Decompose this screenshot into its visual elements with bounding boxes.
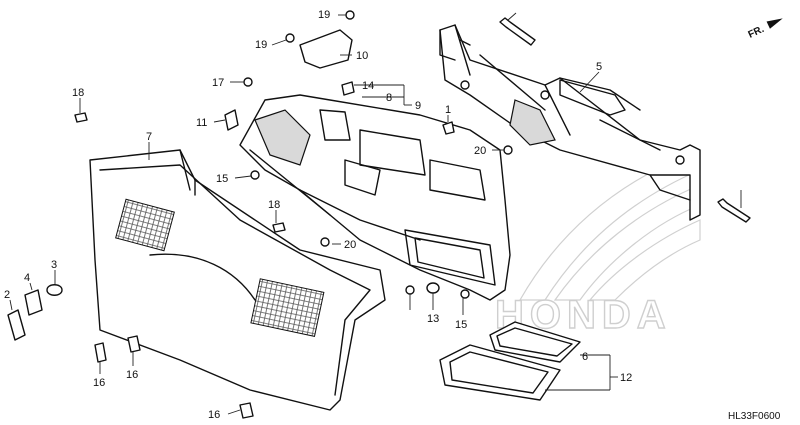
callout-16a: 16 <box>93 377 105 389</box>
direction-label: FR. <box>747 24 766 41</box>
callout-17: 17 <box>212 77 224 89</box>
front-direction-indicator: FR. <box>747 18 783 41</box>
callout-8: 8 <box>386 92 392 104</box>
callout-12: 12 <box>620 372 632 384</box>
clip-18a <box>74 112 88 123</box>
bolt-20-upper <box>499 17 536 46</box>
dashboard-panel-part <box>239 94 511 301</box>
fasteners <box>7 10 751 419</box>
bolt-20-right <box>717 198 751 223</box>
screw-16b <box>127 335 141 353</box>
screw-16c <box>239 402 254 419</box>
frame-bracket-part <box>439 24 701 221</box>
callout-11: 11 <box>196 117 207 129</box>
callout-18b: 18 <box>268 199 280 211</box>
diagram-code: HL33F0600 <box>728 411 781 422</box>
callout-6: 6 <box>582 351 588 363</box>
clip-1 <box>442 121 455 135</box>
screw-16a <box>94 342 107 363</box>
direction-arrow-icon <box>766 18 783 29</box>
washer-2 <box>7 309 26 341</box>
leader-lines <box>9 12 742 415</box>
callout-3: 3 <box>51 259 57 271</box>
cover-plate-part <box>299 29 353 69</box>
clip-19c <box>503 145 513 155</box>
callout-1: 1 <box>445 104 451 116</box>
grommet-13 <box>426 282 440 294</box>
clip-19b <box>285 33 295 43</box>
clip-19d <box>320 237 330 247</box>
callout-14: 14 <box>362 80 374 92</box>
gasket-frame-part <box>439 321 581 401</box>
callout-19d: 20 <box>344 239 356 251</box>
callout-19c: 20 <box>474 145 486 157</box>
callouts: 19 19 10 17 14 8 9 11 18 7 15 1 20 5 18 … <box>4 9 632 421</box>
callout-15a: 15 <box>216 173 228 185</box>
callout-5: 5 <box>596 61 602 73</box>
collar-4 <box>24 289 43 316</box>
callout-7: 7 <box>146 131 152 143</box>
callout-18a: 18 <box>72 87 84 99</box>
callout-19a: 19 <box>318 9 330 21</box>
callout-19b: 19 <box>255 39 267 51</box>
callout-15b: 15 <box>455 319 467 331</box>
clip-19e <box>405 285 415 295</box>
callout-16b: 16 <box>126 369 138 381</box>
grommet-3 <box>46 284 63 296</box>
clip-14 <box>341 81 355 96</box>
callout-2: 2 <box>4 289 10 301</box>
screw-15a <box>250 170 260 180</box>
right-vent-grille <box>250 278 325 337</box>
front-lower-panel-part <box>89 149 386 411</box>
screw-17 <box>243 77 253 87</box>
callout-4: 4 <box>24 272 30 284</box>
callout-9: 9 <box>415 100 421 112</box>
callout-13: 13 <box>427 313 439 325</box>
screw-15b <box>460 289 470 299</box>
callout-16c: 16 <box>208 409 220 421</box>
left-vent-grille <box>115 198 175 252</box>
clip-11 <box>224 109 239 131</box>
clip-18b <box>272 222 286 233</box>
callout-10: 10 <box>356 50 368 62</box>
clip-19a <box>345 10 355 20</box>
